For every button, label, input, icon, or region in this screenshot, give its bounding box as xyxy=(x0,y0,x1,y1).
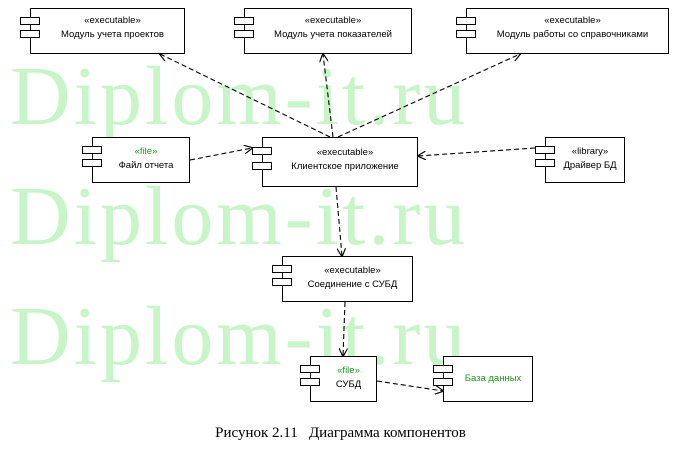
dep-client-to-reference xyxy=(337,54,520,138)
component-tab xyxy=(272,265,292,273)
component-name: Клиентское приложение xyxy=(291,161,399,172)
dep-client-to-indicators xyxy=(323,54,334,138)
stereotype-label: «executable» xyxy=(316,147,374,158)
dep-driver-to-client xyxy=(418,147,536,156)
stereotype-label: «executable» xyxy=(84,15,141,26)
watermark-line-1: Diplom-it.ru xyxy=(10,50,469,143)
component-tab xyxy=(82,146,102,154)
figure-number: Рисунок 2.11 xyxy=(215,425,298,441)
component-tab xyxy=(456,17,476,25)
component-tab xyxy=(433,378,453,386)
watermark-line-2: Diplom-it.ru xyxy=(10,170,469,263)
stereotype-label: «library» xyxy=(571,146,609,157)
component-tab xyxy=(535,159,555,167)
component-client-app xyxy=(262,137,418,187)
figure-title: Диаграмма компонентов xyxy=(308,425,466,441)
dep-dbms-to-database xyxy=(376,380,443,391)
component-dbms-connection xyxy=(282,256,413,302)
component-tab xyxy=(300,378,320,386)
dep-connection-to-dbms xyxy=(343,301,345,356)
stereotype-label: «file» xyxy=(337,365,360,376)
component-tab xyxy=(300,365,320,373)
component-name: Файл отчета xyxy=(118,160,174,171)
component-tab xyxy=(82,159,102,167)
component-tab xyxy=(234,17,254,25)
component-tab xyxy=(535,146,555,154)
component-tab xyxy=(252,162,272,170)
figure-caption: Рисунок 2.11 Диаграмма компонентов xyxy=(0,425,681,442)
component-reference-module xyxy=(466,8,669,54)
stereotype-label: «executable» xyxy=(304,15,362,26)
component-tab xyxy=(433,365,453,373)
component-report-file xyxy=(92,137,190,183)
watermark-line-3: Diplom-it.ru xyxy=(10,290,469,383)
stereotype-label: «executable» xyxy=(544,15,601,26)
component-name: Драйвер БД xyxy=(563,160,617,171)
component-name: Модуль учета показателей xyxy=(274,29,392,40)
component-projects-module xyxy=(30,8,185,54)
component-tab xyxy=(272,278,292,286)
component-name: Соединение с СУБД xyxy=(307,279,398,290)
component-name: Модуль учета проектов xyxy=(61,29,164,40)
component-tab xyxy=(20,17,40,25)
component-name: База данных xyxy=(464,373,522,384)
component-tab xyxy=(456,30,476,38)
component-indicators-module xyxy=(244,8,412,54)
component-database xyxy=(443,356,533,402)
dep-client-to-projects xyxy=(160,54,331,138)
dep-client-to-connection xyxy=(335,186,342,256)
stereotype-label: «file» xyxy=(134,146,158,157)
component-name: Модуль работы со справочниками xyxy=(496,29,649,40)
component-tab xyxy=(20,30,40,38)
component-name: СУБД xyxy=(335,379,362,390)
component-tab xyxy=(234,30,254,38)
stereotype-label: «executable» xyxy=(324,265,381,276)
component-db-driver xyxy=(545,137,625,183)
component-dbms xyxy=(310,356,377,402)
dep-file-to-client xyxy=(189,148,252,161)
component-tab xyxy=(252,147,272,155)
